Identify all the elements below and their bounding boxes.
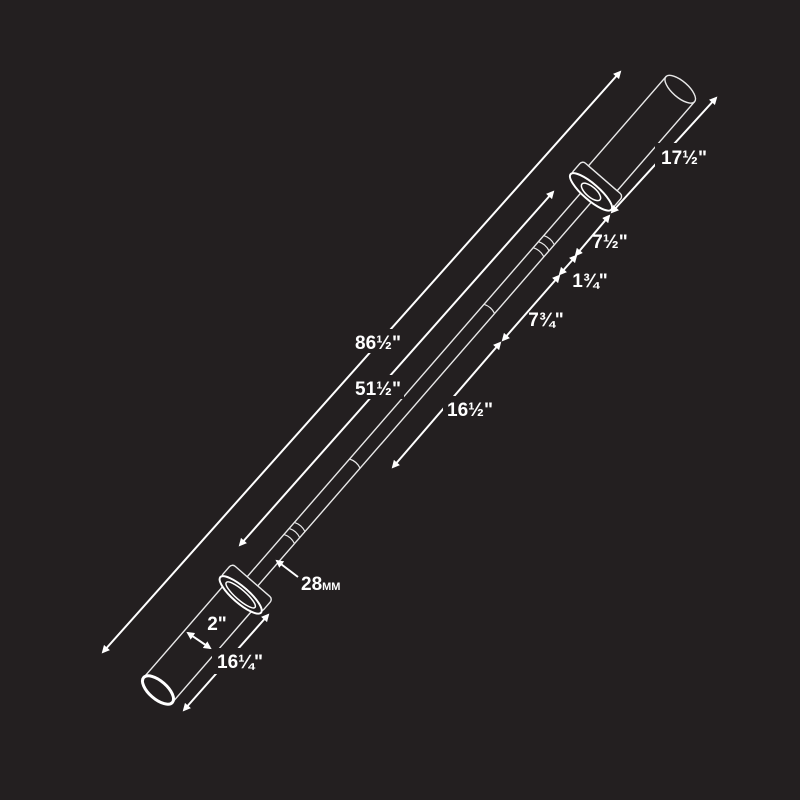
segment-a-dimension [574, 214, 611, 257]
segment-a-label: 7½" [592, 232, 627, 253]
sleeve-diameter-label: 2" [207, 614, 227, 635]
shaft-length-label: 51½" [355, 379, 401, 400]
overall-length-dimension [101, 70, 622, 654]
shaft-length-dimension [238, 190, 555, 547]
bottom-sleeve-end [140, 674, 176, 706]
segment-b-dimension [558, 254, 578, 276]
bottom-sleeve-label: 16¼" [217, 652, 263, 673]
shaft [240, 180, 603, 593]
segment-d-label: 16½" [447, 400, 493, 421]
segment-c-label: 7¾" [528, 310, 563, 331]
segment-c-dimension [501, 274, 561, 342]
top-sleeve-label: 17½" [661, 148, 707, 169]
overall-length-label: 86½" [355, 333, 401, 354]
segment-b-label: 1¾" [572, 271, 607, 292]
shaft-diameter-pointer [275, 559, 299, 578]
shaft-diameter-label: 28MM [301, 574, 340, 595]
